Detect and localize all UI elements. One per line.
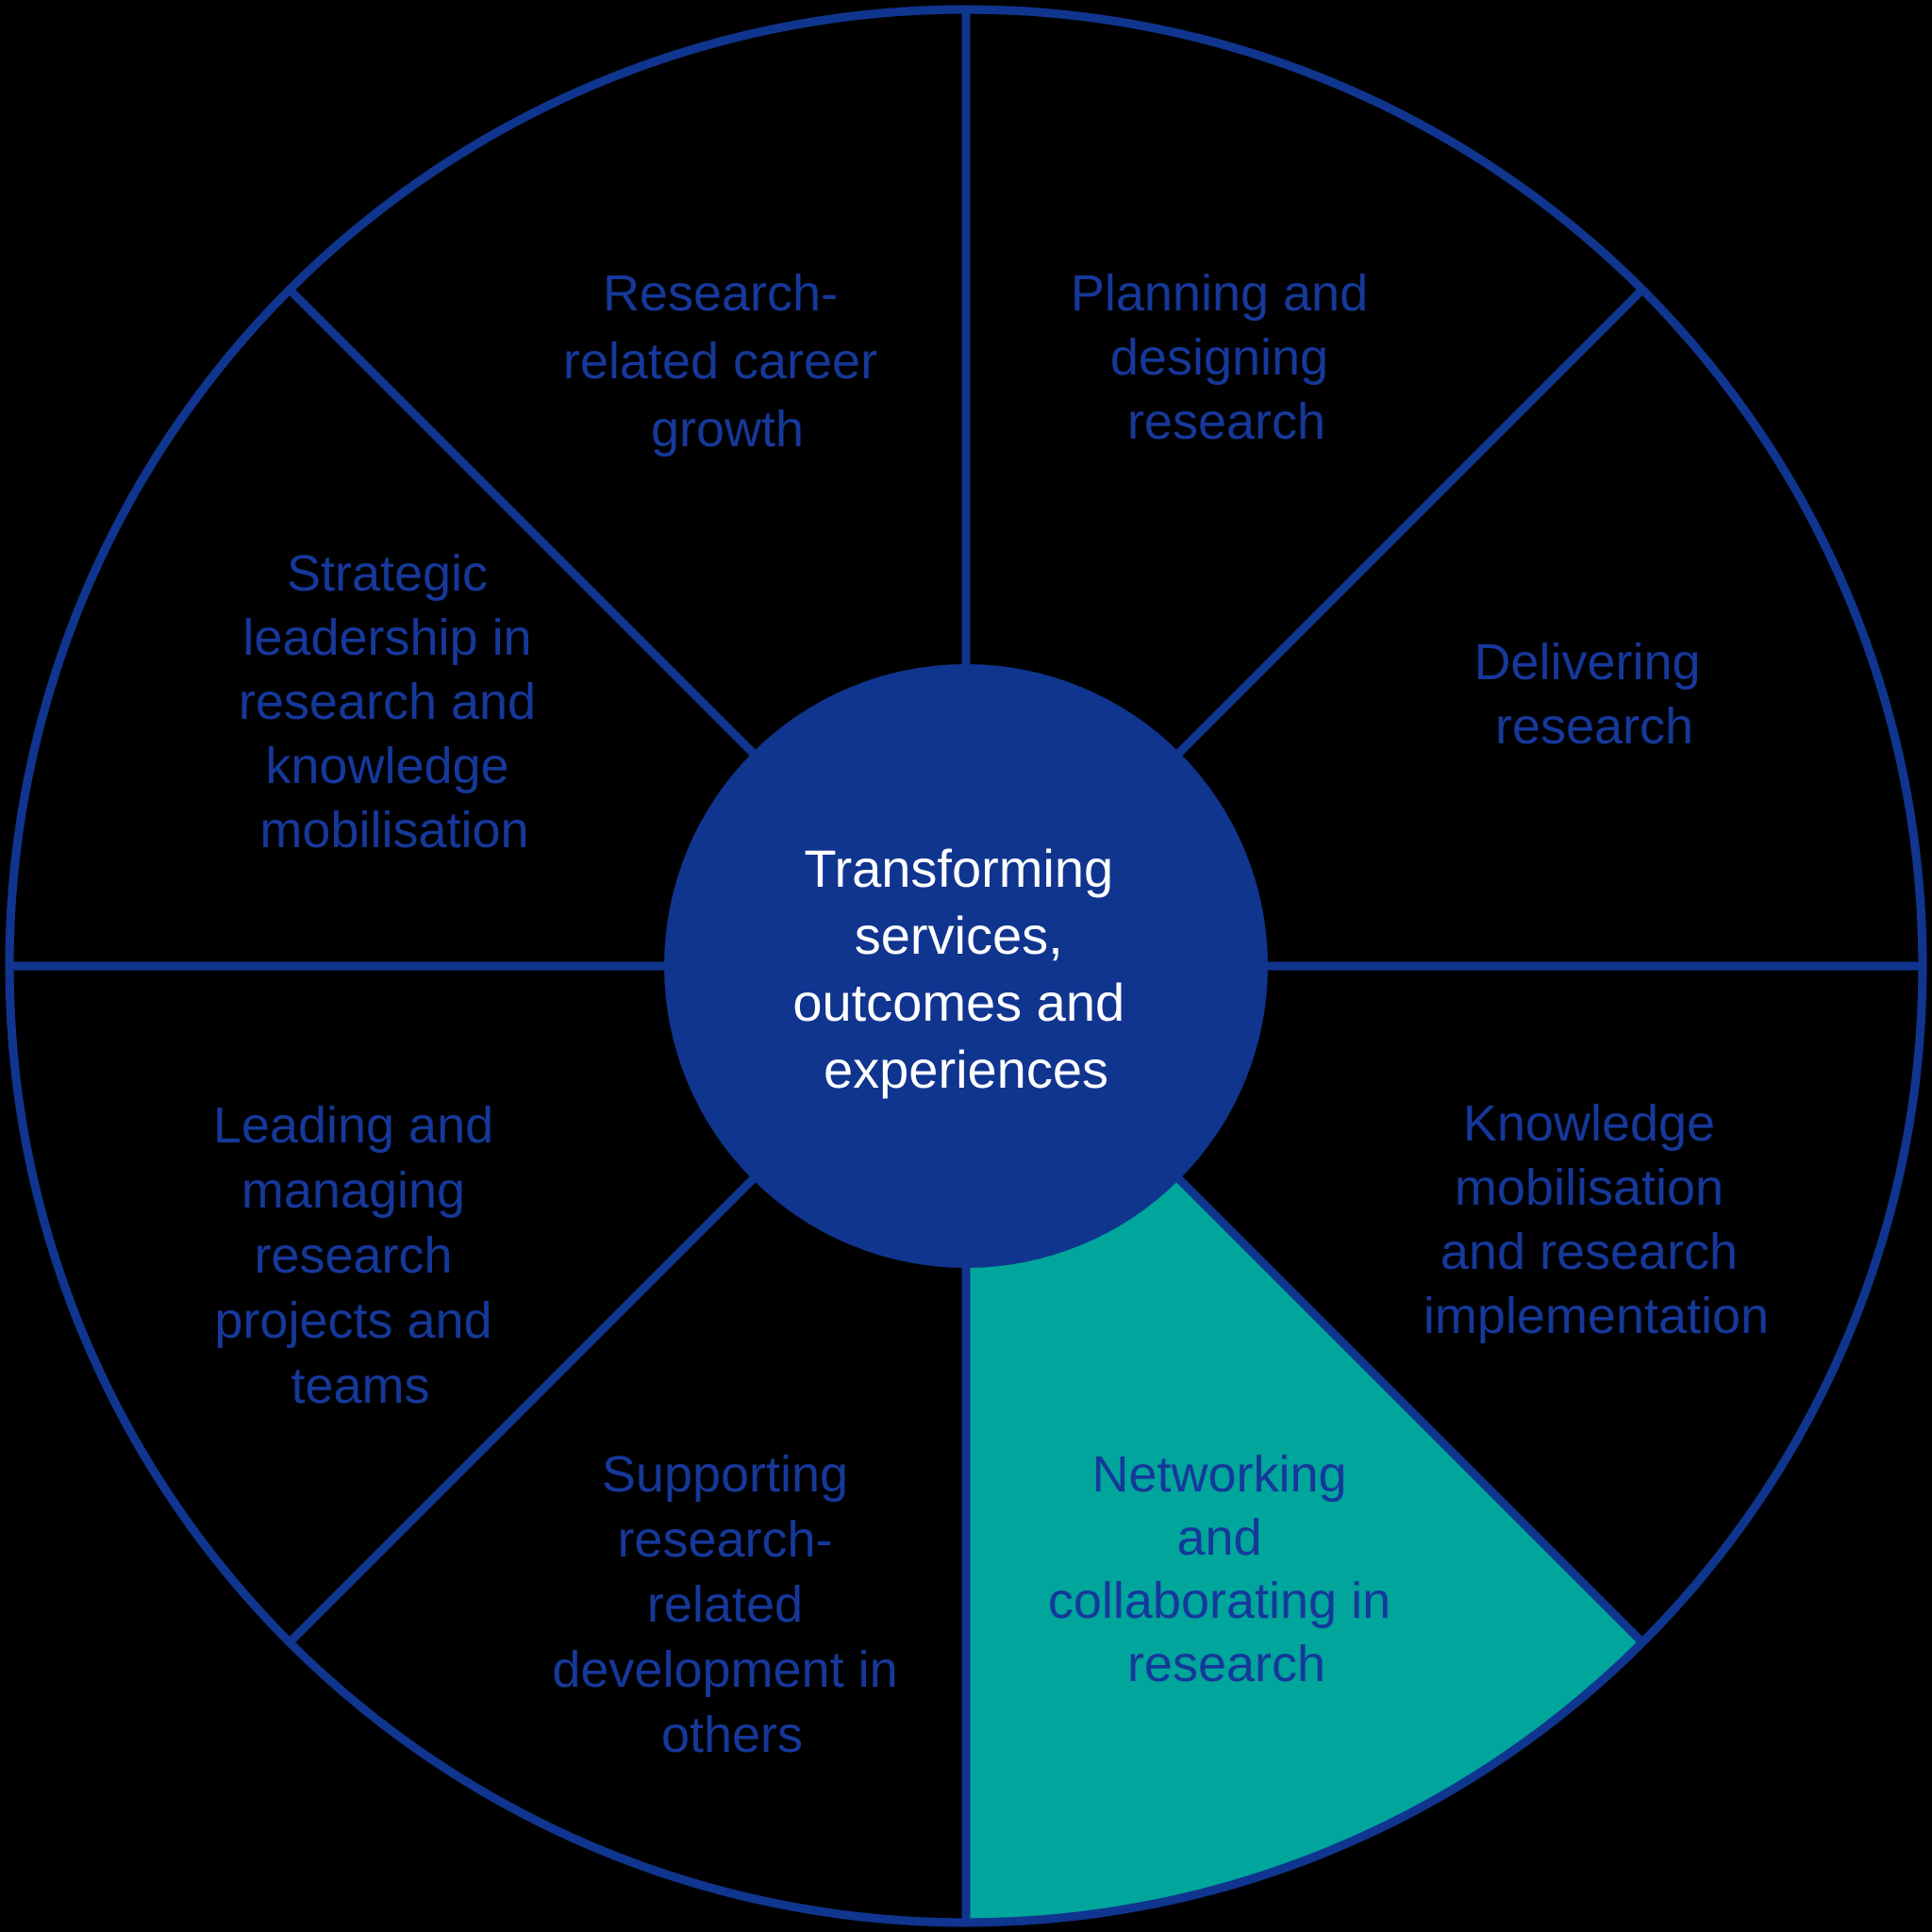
segment-label-leading-and-managing-research-projects-and-teams: Leading and managing research projects a… [213,1097,508,1414]
segment-label-supporting-research-related-development-in-others: Supporting research- related development… [552,1446,911,1763]
segment-label-planning-and-designing-research: Planning and designing research [1071,265,1382,450]
segment-label-research-related-career-growth: Research- related career growth [563,265,891,458]
segment-label-networking-and-collaborating-in-research: Networking and collaborating in research [1048,1446,1405,1692]
segment-labels: Planning and designing research Deliveri… [213,265,1769,1763]
center-hub-circle [664,664,1268,1268]
segment-label-knowledge-mobilisation-and-research-implementation: Knowledge mobilisation and research impl… [1424,1095,1769,1344]
center-hub-label: Transforming services, outcomes and expe… [792,839,1139,1099]
segment-label-strategic-leadership-in-research-and-knowledge-mobilisation: Strategic leadership in research and kno… [239,545,550,858]
outer-rim-circle [5,5,1927,1927]
segment-label-delivering-research: Delivering research [1474,634,1714,755]
